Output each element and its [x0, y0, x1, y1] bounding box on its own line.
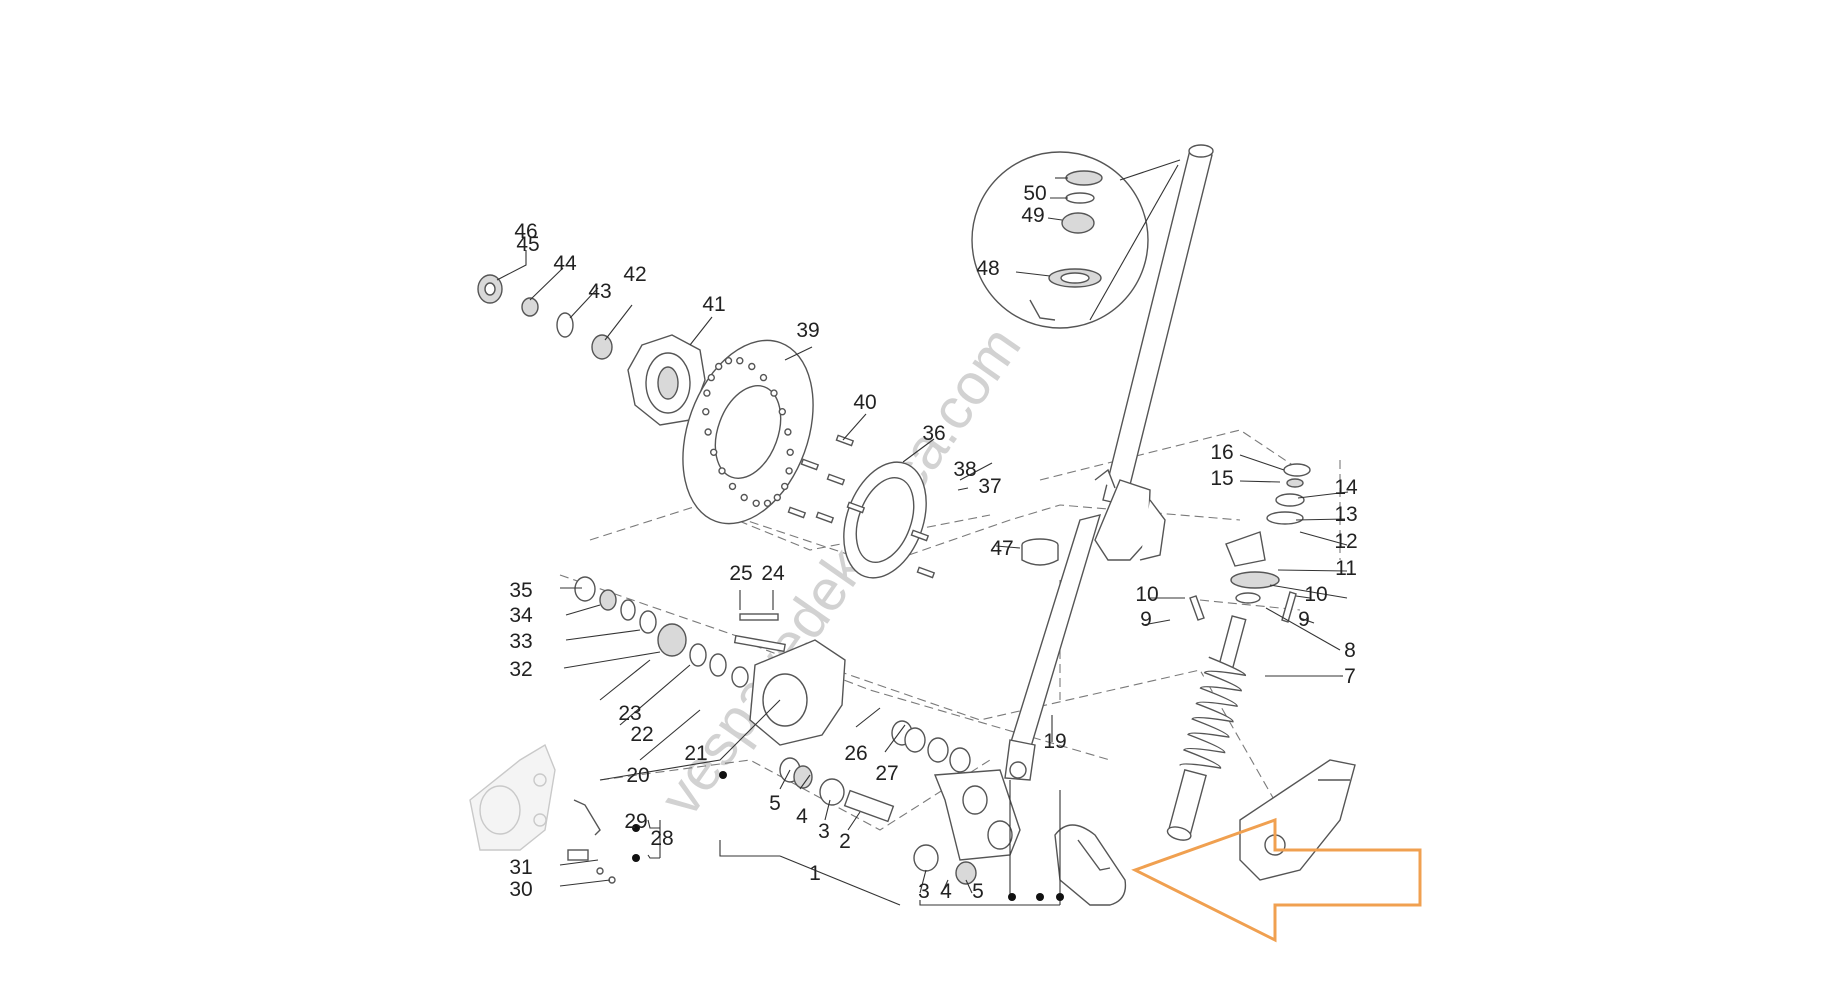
disc-bolts [787, 434, 936, 579]
callout-37: 37 [978, 475, 1001, 498]
callout-2: 2 [839, 830, 851, 853]
fork-bracket [1239, 759, 1356, 881]
callout-50: 50 [1023, 182, 1046, 205]
callout-3: 3 [818, 820, 830, 843]
callout-41: 41 [702, 293, 725, 316]
callout-39: 39 [796, 319, 819, 342]
callout-22: 22 [630, 723, 653, 746]
steering-tube [1004, 144, 1214, 781]
callout-9: 9 [1298, 608, 1310, 631]
callout-34: 34 [509, 604, 533, 627]
disc-hole [703, 389, 711, 397]
brake-disc [682, 339, 814, 525]
callout-46: 46 [514, 220, 537, 243]
disc-hole [752, 499, 760, 507]
callout-8: 8 [1344, 639, 1356, 662]
axle-nut-parts [477, 274, 613, 360]
callout-10: 10 [1304, 583, 1327, 606]
lower-link-parts [779, 720, 1021, 885]
callout-24: 24 [761, 562, 785, 585]
disc-hole [715, 362, 723, 371]
disc-hole [778, 408, 786, 416]
callout-44: 44 [553, 252, 577, 275]
leader-dots [632, 771, 1064, 901]
callout-7: 7 [1344, 665, 1356, 688]
callout-20: 20 [626, 764, 649, 787]
wheel-hub [627, 334, 706, 426]
callout-47: 47 [990, 537, 1013, 560]
callout-19: 19 [1043, 730, 1066, 753]
rubber-cap [1021, 538, 1059, 566]
bearing-detail-circle [971, 151, 1181, 329]
bearing-set [574, 576, 749, 688]
callout-9: 9 [1140, 608, 1152, 631]
mudguard-cover-part [1054, 824, 1127, 906]
disc-hole [704, 428, 712, 436]
disc-hole [710, 448, 718, 456]
disc-hole [740, 493, 748, 502]
callout-10: 10 [1135, 583, 1158, 606]
disc-hole [707, 373, 715, 382]
callout-33: 33 [509, 630, 532, 653]
faded-caliper [469, 743, 556, 851]
disc-hole [770, 389, 778, 397]
disc-hole [728, 482, 737, 491]
callout-29: 29 [624, 810, 647, 833]
shock-absorber [1166, 615, 1340, 841]
callout-31: 31 [509, 856, 532, 879]
disc-hole [702, 408, 710, 416]
callout-49: 49 [1021, 204, 1044, 227]
callout-23: 23 [618, 702, 641, 725]
disc-hole [781, 482, 789, 491]
disc-holes [702, 357, 794, 507]
callout-16: 16 [1210, 441, 1233, 464]
callout-11: 11 [1335, 557, 1357, 580]
disc-hole [785, 467, 793, 475]
callout-12: 12 [1334, 530, 1357, 553]
speed-sensor [567, 799, 616, 884]
callout-48: 48 [976, 257, 999, 280]
callout-40: 40 [853, 391, 876, 414]
disc-hole [724, 357, 733, 365]
callout-38: 38 [953, 458, 976, 481]
callout-13: 13 [1334, 503, 1357, 526]
disc-hole [763, 499, 772, 507]
callout-35: 35 [509, 579, 532, 602]
disc-hole [748, 362, 756, 371]
disc-hole [759, 373, 768, 382]
callout-45: 45 [516, 233, 539, 256]
callout-30: 30 [509, 878, 532, 901]
callout-14: 14 [1334, 476, 1358, 499]
callout-1: 1 [809, 862, 821, 885]
callout-43: 43 [588, 280, 611, 303]
callout-21: 21 [684, 742, 707, 765]
callout-5: 5 [972, 880, 984, 903]
disc-hole [786, 448, 794, 456]
callout-3: 3 [918, 880, 930, 903]
callout-4: 4 [940, 880, 952, 903]
callout-4: 4 [796, 805, 808, 828]
callout-26: 26 [844, 742, 867, 765]
caliper-housing [749, 639, 846, 746]
callout-28: 28 [650, 827, 673, 850]
callout-25: 25 [729, 562, 752, 585]
leader-lines [496, 177, 1349, 906]
disc-hole [784, 428, 792, 436]
disc-hole [773, 493, 781, 502]
disc-hole [718, 467, 726, 475]
highlight-arrow-shape [1131, 817, 1422, 943]
callout-27: 27 [875, 762, 898, 785]
callout-32: 32 [509, 658, 532, 681]
upper-mount-parts [1189, 463, 1311, 623]
callout-36: 36 [922, 422, 945, 445]
callout-5: 5 [769, 792, 781, 815]
disc-hole [736, 357, 744, 365]
callout-15: 15 [1210, 467, 1233, 490]
highlight-arrow [1131, 817, 1422, 943]
pins [733, 613, 786, 653]
callout-42: 42 [623, 263, 646, 286]
